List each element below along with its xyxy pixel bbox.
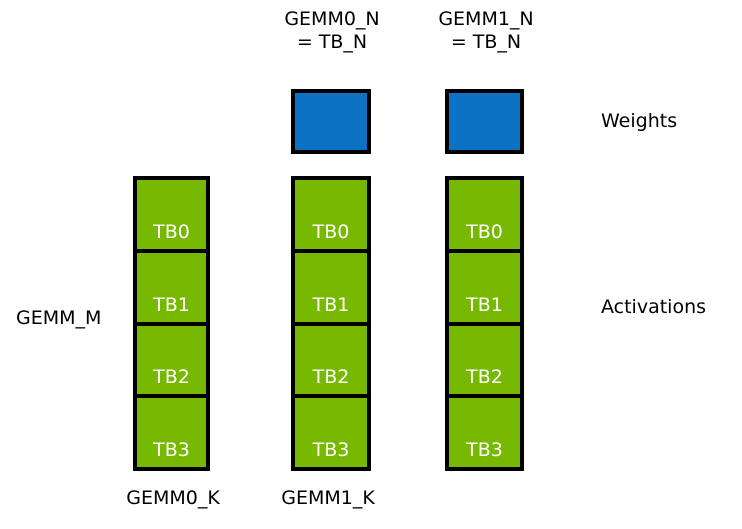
tb-cell: TB2	[133, 321, 210, 399]
tb-cell: TB1	[445, 248, 524, 326]
activations-legend-label: Activations	[601, 296, 707, 318]
gemm-m-column: TB0 TB1 TB2 TB3	[133, 176, 210, 471]
gemm1-weight-tile	[445, 89, 524, 154]
gemm1-activation-column: TB0 TB1 TB2 TB3	[445, 176, 524, 471]
gemm0-activation-column: TB0 TB1 TB2 TB3	[291, 176, 371, 471]
tb-cell: TB0	[445, 176, 524, 253]
gemm0-n-label: GEMM0_N = TB_N	[284, 8, 380, 53]
tb-cell-label: TB3	[466, 439, 503, 461]
tb-cell: TB0	[133, 176, 210, 253]
tb-cell-label: TB2	[312, 366, 350, 389]
tb-cell-label: TB0	[466, 220, 503, 243]
tb-cell: TB1	[133, 248, 210, 326]
tb-cell: TB3	[445, 394, 524, 471]
gemm0-k-label: GEMM0_K	[126, 487, 220, 509]
tb-cell-label: TB1	[466, 293, 503, 316]
tb-cell-label: TB0	[312, 220, 350, 243]
gemm1-n-label: GEMM1_N = TB_N	[438, 8, 534, 53]
gemm-m-label: GEMM_M	[16, 307, 102, 329]
tb-cell-label: TB1	[312, 293, 350, 316]
weights-legend-label: Weights	[601, 110, 678, 132]
tb-cell: TB3	[133, 394, 210, 471]
tb-cell-label: TB0	[153, 220, 190, 243]
tb-cell-label: TB2	[153, 366, 190, 389]
gemm0-weight-tile	[291, 89, 371, 154]
tb-cell-label: TB2	[466, 366, 503, 389]
tb-cell-label: TB1	[153, 293, 190, 316]
tb-cell: TB2	[291, 321, 371, 399]
gemm1-k-label: GEMM1_K	[281, 487, 375, 509]
tb-cell-label: TB3	[312, 439, 350, 461]
tb-cell: TB1	[291, 248, 371, 326]
tb-cell-label: TB3	[153, 439, 190, 461]
tb-cell: TB2	[445, 321, 524, 399]
tb-cell: TB0	[291, 176, 371, 253]
tb-cell: TB3	[291, 394, 371, 471]
